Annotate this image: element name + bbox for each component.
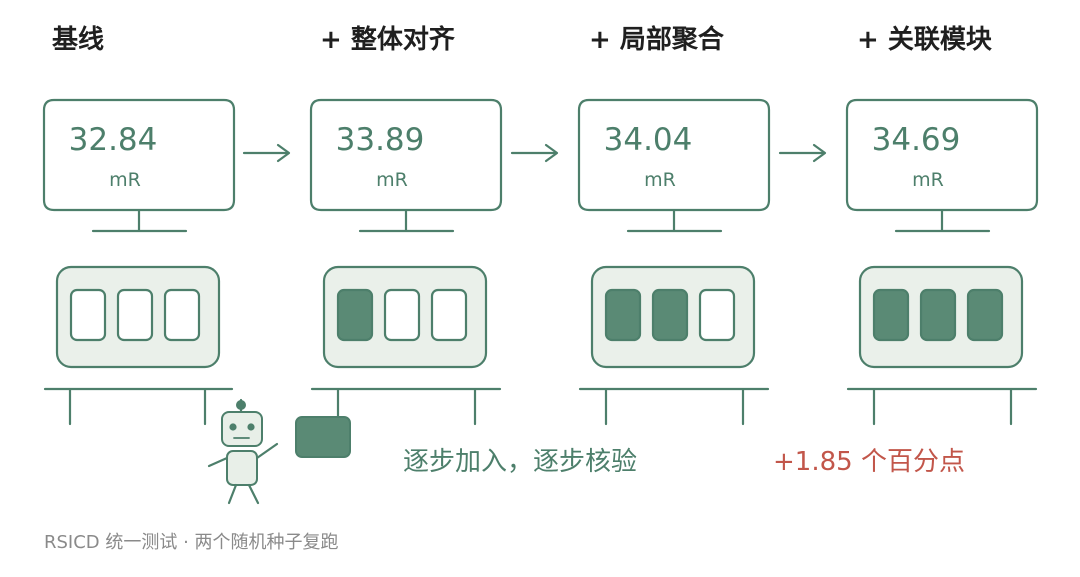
module-tray: [858, 265, 1024, 369]
filled-slot: [919, 288, 957, 342]
right-arrow-icon: [778, 143, 827, 163]
right-arrow-icon: [242, 143, 291, 163]
monitor-icon: [309, 98, 503, 233]
monitor-icon: [577, 98, 771, 233]
stage-local-aggregation: + 局部聚合 34.04 mR: [577, 24, 771, 426]
score-unit: mR: [109, 169, 141, 191]
table-icon: [846, 387, 1038, 426]
stage-title: + 关联模块: [857, 25, 992, 55]
empty-slot: [383, 288, 421, 342]
filled-slot: [651, 288, 689, 342]
filled-slot: [604, 288, 642, 342]
score-value: 34.04: [604, 122, 693, 158]
empty-slot: [430, 288, 468, 342]
score-value: 32.84: [69, 122, 158, 158]
stage-title: 基线: [52, 25, 104, 55]
progress-note: 逐步加入，逐步核验: [403, 447, 637, 477]
monitor-icon: [845, 98, 1039, 233]
stage-relation-module: + 关联模块 34.69 mR: [845, 25, 1039, 426]
stage-baseline: 基线 32.84 mR: [42, 25, 236, 426]
filled-slot: [872, 288, 910, 342]
footer-caption: RSICD 统一测试 · 两个随机种子复跑: [44, 532, 339, 553]
score-unit: mR: [912, 169, 944, 191]
gain-note: +1.85 个百分点: [773, 447, 965, 477]
stage-title: + 整体对齐: [320, 24, 456, 55]
module-tray: [590, 265, 756, 369]
score-unit: mR: [644, 169, 676, 191]
table-icon: [43, 387, 234, 426]
score-value: 34.69: [872, 122, 961, 158]
module-tray: [55, 265, 221, 369]
filled-slot: [336, 288, 374, 342]
empty-slot: [698, 288, 736, 342]
empty-slot: [163, 288, 201, 342]
empty-slot: [116, 288, 154, 342]
score-value: 33.89: [336, 122, 425, 158]
filled-slot: [966, 288, 1004, 342]
monitor-icon: [42, 98, 236, 233]
module-card-icon: [295, 416, 351, 458]
stage-title: + 局部聚合: [589, 24, 725, 55]
stage-global-alignment: + 整体对齐 33.89 mR: [309, 24, 503, 426]
robot-icon: [207, 398, 279, 505]
module-tray: [322, 265, 488, 369]
score-unit: mR: [376, 169, 408, 191]
table-icon: [578, 387, 770, 426]
empty-slot: [69, 288, 107, 342]
right-arrow-icon: [510, 143, 559, 163]
